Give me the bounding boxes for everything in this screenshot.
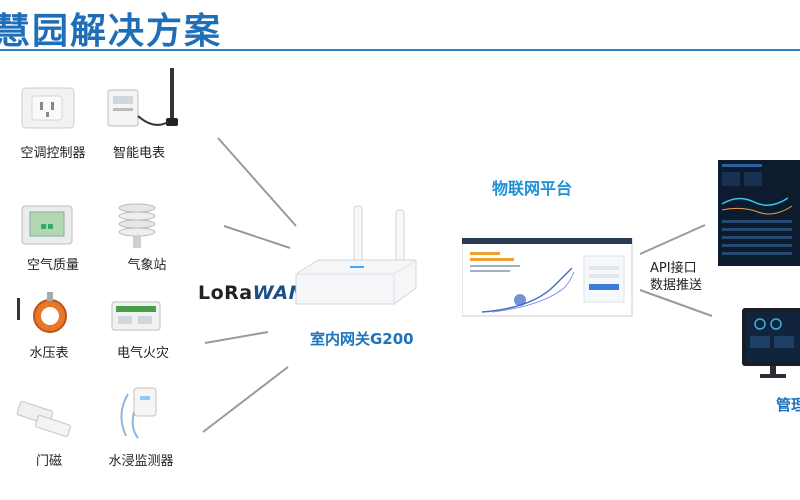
device-weather-station: 气象站 <box>112 198 167 274</box>
socket-panel-icon <box>21 87 75 129</box>
link-platform-dashboard <box>639 224 706 255</box>
air-sensor-icon: ▪▪ <box>21 205 73 245</box>
management-label: 管理 <box>776 396 800 414</box>
title-divider <box>0 49 800 51</box>
platform-screenshot <box>462 238 633 317</box>
gateway-router-icon <box>295 205 417 305</box>
door-magnet-icon <box>16 401 72 437</box>
platform-label: 物联网平台 <box>492 179 573 198</box>
management-monitor-icon <box>742 308 800 378</box>
link-flood-gateway <box>202 366 289 433</box>
gateway-label: 室内网关G200 <box>310 330 414 348</box>
fire-detector-icon <box>111 301 161 331</box>
meter-antenna-icon <box>107 68 178 127</box>
device-ac-controller: 空调控制器 <box>18 84 86 164</box>
device-label: 空气质量 <box>26 258 79 273</box>
api-line-1: API接口 <box>650 261 697 276</box>
svg-text:▪▪: ▪▪ <box>40 221 54 232</box>
device-label: 水压表 <box>29 346 69 361</box>
device-water-pressure: 水压表 <box>14 290 76 362</box>
page-title: 慧园解决方案 <box>0 11 223 52</box>
flood-sensor-icon <box>120 387 157 439</box>
lorawan-logo: LoRaWAN <box>198 282 305 304</box>
pressure-gauge-icon <box>17 292 67 333</box>
api-line-2: 数据推送 <box>650 278 703 293</box>
link-fire-gateway <box>204 331 269 344</box>
device-flood-detector: 水浸监测器 <box>106 384 174 470</box>
device-label: 水浸监测器 <box>108 454 174 469</box>
link-meter-gateway <box>217 137 297 227</box>
dashboard-screen <box>718 160 800 266</box>
lorawan-logo-lo: LoRa <box>198 282 253 304</box>
device-label: 空调控制器 <box>20 146 86 161</box>
lorawan-logo-wan: WAN <box>252 282 306 304</box>
device-electrical-fire: 电气火灾 <box>108 296 169 362</box>
weather-shield-icon <box>118 203 156 248</box>
device-label: 智能电表 <box>112 146 165 161</box>
device-label: 门磁 <box>35 454 62 469</box>
device-air-quality: ▪▪ 空气质量 <box>18 202 79 274</box>
device-label: 气象站 <box>127 258 167 273</box>
api-annotation: API接口 数据推送 <box>650 260 702 294</box>
link-weather-gateway <box>223 225 291 249</box>
device-door-sensor: 门磁 <box>14 398 76 470</box>
link-platform-monitor <box>639 289 713 317</box>
device-smart-meter: 智能电表 <box>104 64 184 164</box>
device-label: 电气火灾 <box>116 346 169 361</box>
